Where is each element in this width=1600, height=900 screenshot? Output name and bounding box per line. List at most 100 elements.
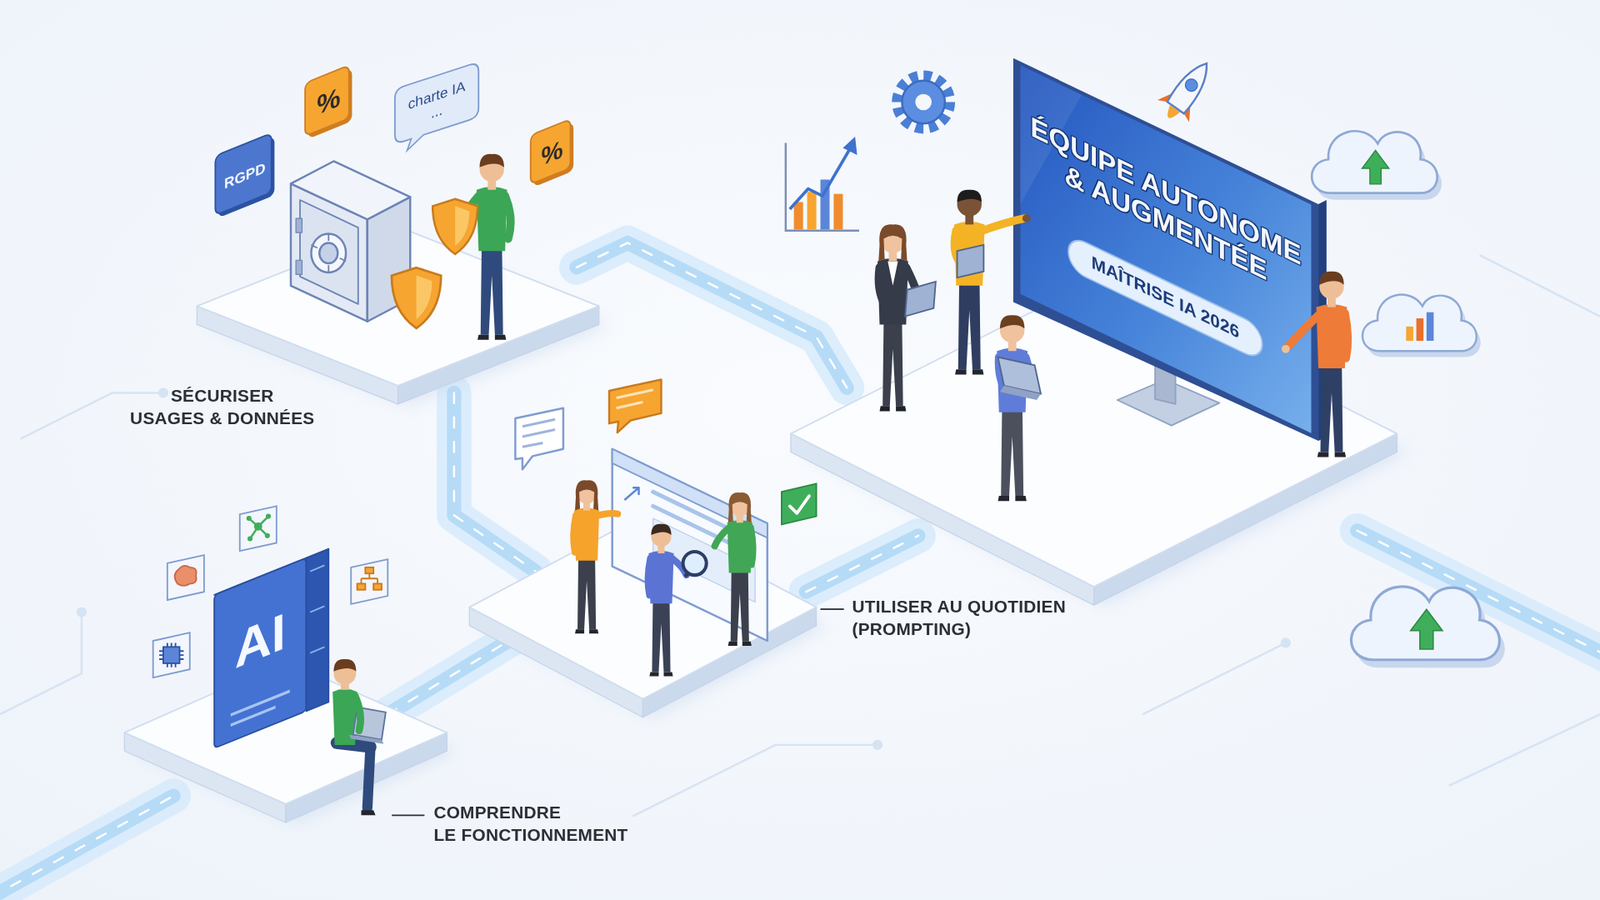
person-figure <box>480 154 505 168</box>
growth-chart-icon <box>807 191 817 230</box>
badge-face <box>305 65 350 136</box>
text-line: USAGES & DONNÉES <box>130 408 315 431</box>
safe-icon <box>310 233 346 273</box>
person-figure <box>958 283 981 370</box>
topic-icon <box>175 565 197 586</box>
topic-icon <box>240 505 277 551</box>
cloud-icon <box>1311 130 1505 668</box>
person-figure <box>648 524 707 677</box>
monitor-screen: ÉQUIPE AUTONOME & AUGMENTÉEMAÎTRISE IA 2… <box>1020 65 1311 433</box>
leader-line <box>391 814 425 816</box>
person-figure <box>1000 315 1025 329</box>
person-figure <box>649 672 673 677</box>
person-figure <box>715 492 754 646</box>
person-figure <box>887 260 898 285</box>
check-icon <box>781 483 817 525</box>
pill-text: MAÎTRISE IA 2026 <box>1091 252 1240 344</box>
safe-icon <box>295 218 302 233</box>
topic-icon <box>373 583 382 590</box>
text-line: COMPRENDRE <box>433 801 628 825</box>
person-figure <box>355 695 361 731</box>
safe-icon <box>310 233 346 273</box>
person-figure <box>1281 345 1290 354</box>
text-line: (PROMPTING) <box>851 618 1065 641</box>
leader-line <box>820 608 844 610</box>
topic-icon <box>153 632 190 678</box>
topic-icon <box>265 533 270 539</box>
growth-chart-icon <box>794 201 804 230</box>
growth-chart-icon <box>833 194 843 230</box>
cover-line <box>230 706 276 725</box>
monitor-frame <box>1013 58 1319 441</box>
pill-outline <box>1068 234 1263 362</box>
check-icon <box>790 495 810 514</box>
chat-bubble-icon <box>609 380 661 434</box>
person-figure <box>573 515 576 553</box>
person-figure <box>955 369 984 375</box>
person-figure <box>573 480 618 634</box>
circuit-trace <box>77 608 86 617</box>
growth-chart-icon <box>790 146 851 210</box>
person-figure <box>1287 315 1319 347</box>
person-figure <box>480 249 504 335</box>
monitor-frame <box>1020 65 1311 433</box>
safe-icon <box>290 160 410 321</box>
person-figure <box>996 315 1041 501</box>
topic-icon <box>254 522 263 531</box>
growth-chart-icon <box>785 136 860 231</box>
topic-icon <box>167 555 205 600</box>
person-figure <box>505 195 511 239</box>
shield-icon <box>455 205 470 246</box>
rocket-icon <box>1182 76 1200 94</box>
badge-face <box>215 133 271 215</box>
book-body <box>305 549 329 712</box>
cloud-icon <box>1361 150 1389 184</box>
person-figure <box>477 335 506 340</box>
topic-icon <box>365 567 374 574</box>
browser-window <box>612 449 768 641</box>
person-figure <box>957 245 985 278</box>
cloud-icon <box>1426 312 1435 341</box>
person-figure <box>998 495 1027 501</box>
gear-icon <box>901 80 945 124</box>
safe-icon <box>295 260 302 275</box>
growth-chart-icon <box>842 136 857 155</box>
topic-icon <box>357 583 366 590</box>
bubble-outline <box>395 61 479 155</box>
person-figure <box>650 524 671 535</box>
topic-icon <box>265 514 271 520</box>
topic-icon <box>240 505 277 551</box>
circuit-trace <box>159 389 168 398</box>
cloud-icon <box>1410 609 1443 650</box>
screen-title: ÉQUIPE AUTONOME & AUGMENTÉE <box>1030 110 1301 305</box>
circuit-trace <box>1281 639 1290 648</box>
monitor-frame <box>1013 58 1327 441</box>
person-figure <box>957 190 982 203</box>
platform <box>124 226 1407 823</box>
speech-bubble: charte IA ... <box>395 61 479 155</box>
person-figure <box>333 659 356 672</box>
cloud-icon <box>1405 326 1414 341</box>
person-figure <box>360 810 375 815</box>
person-figure <box>1317 451 1346 457</box>
cloud-icon <box>1416 318 1425 341</box>
rocket-icon <box>1152 52 1223 130</box>
topic-icon <box>350 559 388 605</box>
person-figure <box>460 154 510 340</box>
cloud-icon <box>1362 295 1477 352</box>
person-figure <box>1320 366 1343 453</box>
leader-line <box>391 609 844 815</box>
person-figure <box>367 746 371 808</box>
topic-icon <box>360 573 378 584</box>
shield-icon <box>432 199 478 255</box>
person-figure <box>954 190 1031 375</box>
step-caption: COMPRENDRE LE FONCTIONNEMENT <box>433 801 628 847</box>
growth-chart-icon <box>785 142 860 230</box>
badge-face <box>530 119 571 185</box>
topic-icon <box>153 632 190 678</box>
flow-path <box>0 242 1600 898</box>
chat-bubble-icon <box>515 380 661 470</box>
